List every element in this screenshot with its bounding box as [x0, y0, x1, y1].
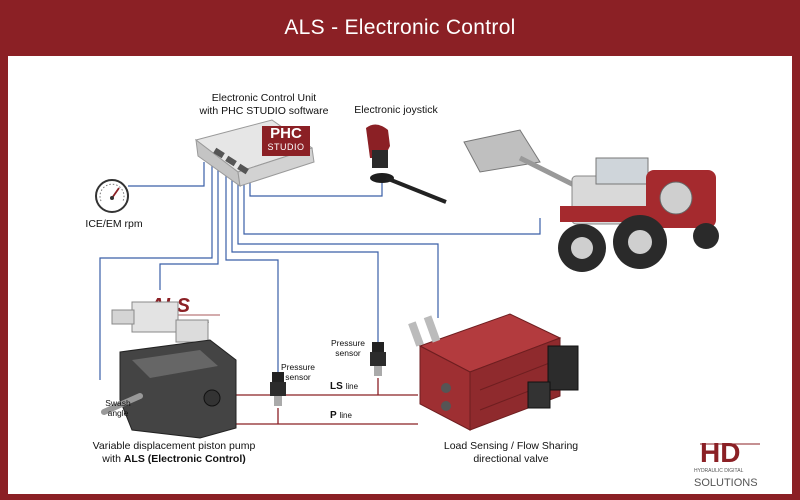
swash-angle-label-line2: angle	[107, 408, 129, 418]
valve-label-line1: Load Sensing / Flow Sharing	[443, 440, 579, 452]
pump-label-line1: Variable displacement piston pump	[92, 440, 256, 452]
phc-logo-line1: PHC	[270, 125, 302, 142]
wire-joystick	[249, 180, 383, 197]
hds-mark: HD	[700, 437, 740, 468]
wire-pump-left	[99, 164, 213, 380]
phc-logo-line2: STUDIO	[267, 142, 305, 152]
rpm-label: ICE/EM rpm	[85, 218, 143, 230]
ecu-label-line1: Electronic Control Unit	[211, 92, 317, 104]
pump-label-line2-bold: ALS (Electronic Control)	[123, 453, 246, 465]
pressure-sensor-mid-label-line1: Pressure	[280, 362, 315, 372]
phc-studio-logo: PHC STUDIO	[262, 126, 310, 156]
rpm-gauge-icon	[95, 179, 129, 213]
directional-valve-image	[408, 313, 579, 431]
ls-line-label-main: LS	[330, 381, 343, 392]
wire-rpm	[128, 162, 205, 187]
pump-label-line2-prefix: with	[102, 453, 121, 465]
ls-line-label: LS line	[330, 381, 358, 392]
hds-line1: HYDRAULIC DIGITAL	[694, 468, 744, 474]
signal-wires	[99, 162, 541, 380]
ls-line-label-suffix: line	[345, 382, 359, 391]
pump-label: Variable displacement piston pump with A…	[64, 440, 284, 466]
pressure-sensor-mid	[270, 372, 286, 406]
page-title: ALS - Electronic Control	[284, 16, 516, 39]
pressure-sensor-top	[370, 342, 386, 376]
pump-label-line2: with ALS (Electronic Control)	[64, 453, 284, 466]
pressure-sensor-mid-label-line2: sensor	[285, 372, 311, 382]
joystick-label: Electronic joystick	[354, 104, 438, 116]
valve-label: Load Sensing / Flow Sharing directional …	[426, 440, 596, 466]
valve-label-line2: directional valve	[473, 453, 549, 465]
swash-angle-label: Swash angle	[100, 398, 136, 418]
swash-angle-label-line1: Swash	[105, 398, 131, 408]
header-bar: ALS - Electronic Control	[0, 0, 800, 56]
p-line-label: P line	[330, 410, 352, 421]
ecu-unit	[194, 119, 315, 188]
wire-pump-solenoid	[159, 164, 219, 290]
pressure-sensor-top-label-line1: Pressure	[330, 338, 365, 348]
wire-pressure-top	[231, 176, 379, 342]
ecu-label: Electronic Control Unit with PHC STUDIO …	[184, 92, 344, 118]
p-line-label-suffix: line	[339, 411, 352, 420]
tractor-image	[463, 129, 719, 272]
wire-pressure-mid	[225, 170, 279, 372]
wire-tractor	[243, 180, 541, 235]
pressure-sensor-mid-label: Pressure sensor	[276, 362, 320, 382]
ecu-label-line2: with PHC STUDIO software	[199, 105, 329, 117]
joystick-icon	[366, 124, 447, 204]
p-line-label-main: P	[330, 410, 337, 421]
piston-pump-image	[101, 301, 237, 439]
hds-logo: HD HYDRAULIC DIGITAL SOLUTIONS	[694, 437, 760, 489]
hydraulic-lines	[236, 378, 418, 425]
pressure-sensor-top-label: Pressure sensor	[326, 338, 370, 358]
hds-line2: SOLUTIONS	[694, 477, 758, 489]
pressure-sensor-top-label-line2: sensor	[335, 348, 361, 358]
wire-valve	[237, 178, 439, 318]
